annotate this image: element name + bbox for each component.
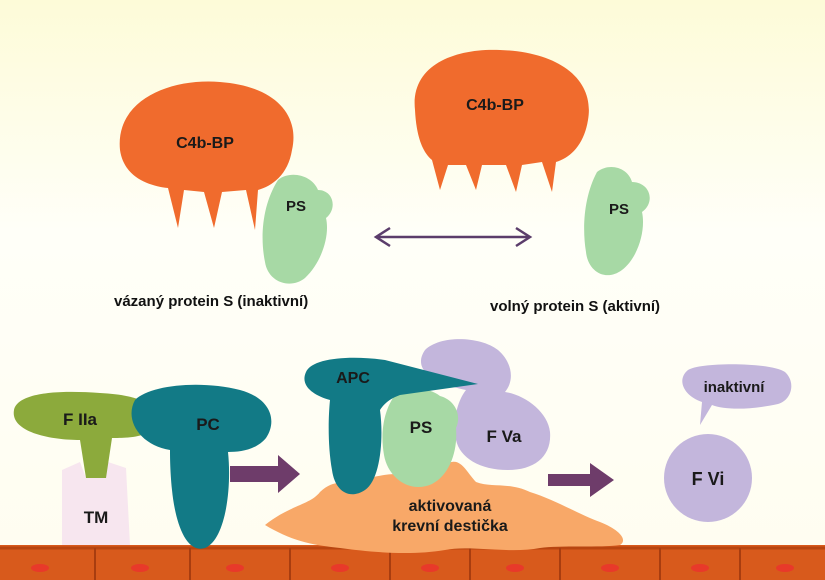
c4bbp-free: [414, 49, 589, 192]
inactivation-arrow: [548, 463, 614, 497]
fvi-label: F Vi: [692, 469, 725, 489]
protein-c: PC: [131, 384, 272, 549]
c4bbp-free-label: C4b-BP: [466, 97, 524, 114]
fiia-shape: [13, 391, 157, 478]
protein-s-bound: [262, 174, 333, 284]
apc-label: APC: [336, 370, 370, 387]
free-caption: volný protein S (aktivní): [490, 298, 660, 315]
tm-label: TM: [84, 508, 109, 527]
tm-shape: [62, 462, 130, 545]
protein-s-bottom: PS: [382, 388, 459, 488]
platelet-label-1: aktivovaná: [409, 498, 492, 515]
apc-shape: [304, 357, 478, 495]
bound-caption: vázaný protein S (inaktivní): [114, 293, 308, 310]
fva-shape: [420, 339, 551, 470]
factor-vi-inactive: F Vi: [664, 434, 752, 522]
fiia-label: F IIa: [63, 410, 98, 429]
protein-s-free: [584, 167, 650, 276]
platelet-label-2: krevní destička: [392, 518, 508, 535]
equilibrium-double-arrow: [373, 226, 533, 248]
bound-complex: C4b-BP PS: [119, 81, 333, 284]
inactive-bubble: inaktivní: [682, 364, 792, 425]
activated-protein-c: APC: [304, 357, 478, 495]
fva-label: F Va: [487, 427, 523, 446]
factor-va: F Va: [420, 339, 551, 470]
thrombin: F IIa: [13, 391, 157, 478]
bubble-label: inaktivní: [704, 379, 766, 396]
pc-shape: [131, 384, 272, 549]
ps-bottom-label: PS: [410, 418, 433, 437]
thrombomodulin: TM: [62, 462, 130, 545]
ps-bottom-shape: [382, 388, 459, 488]
c4bbp-bound-label: C4b-BP: [176, 135, 234, 152]
bubble-shape: [682, 364, 792, 425]
fvi-shape: [664, 434, 752, 522]
activation-arrow-1: [230, 455, 300, 493]
cell-nuclei: [31, 564, 794, 572]
pc-label: PC: [196, 415, 220, 434]
free-complex: C4b-BP PS: [414, 49, 650, 276]
c4bbp-bound: [119, 81, 294, 230]
ps-free-label: PS: [609, 201, 629, 218]
ps-bound-label: PS: [286, 198, 306, 215]
